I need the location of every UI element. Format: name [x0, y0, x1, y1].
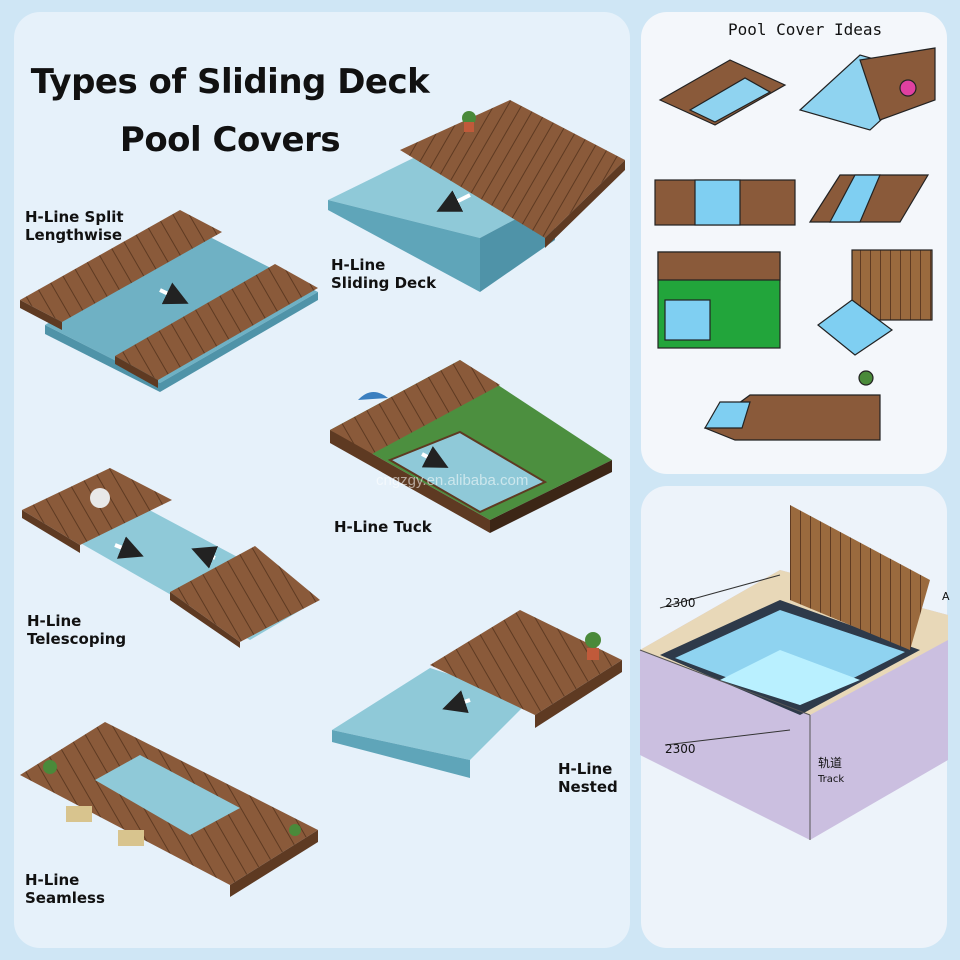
dimension-left: 2300 [665, 742, 696, 756]
technical-drawing [639, 505, 948, 840]
track-label-english: Track [818, 774, 845, 785]
watermark: cngzgy.en.alibaba.com [376, 472, 529, 489]
page-title-line1: Types of Sliding Deck [30, 62, 430, 102]
dimension-top: 2300 [665, 596, 696, 610]
seamless-illustration [20, 722, 318, 897]
ideas-title: Pool Cover Ideas [728, 20, 883, 39]
split-lengthwise-illustration [20, 210, 318, 392]
edge-label: A [942, 590, 950, 603]
telescoping-illustration [22, 468, 320, 648]
tuck-illustration [330, 360, 612, 533]
track-label-chinese: 轨道 [818, 756, 843, 770]
nested-illustration [332, 610, 622, 778]
sliding-deck-illustration [328, 100, 625, 292]
page-title-line2: Pool Covers [119, 120, 341, 160]
ideas-sketches [654, 47, 936, 441]
cover-label-tuck: H-Line Tuck [334, 518, 432, 536]
